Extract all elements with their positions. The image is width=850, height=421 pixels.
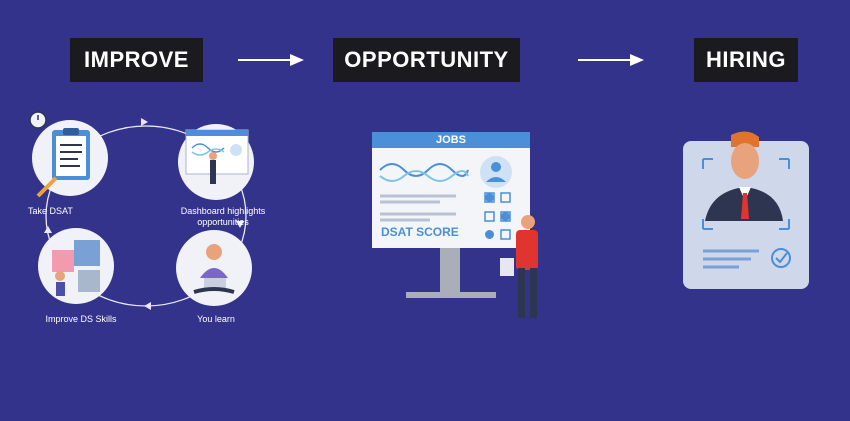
cycle-arrow-icon	[144, 302, 151, 310]
candidate-avatar	[705, 131, 783, 221]
clipboard-icon	[29, 111, 108, 198]
check-circle-icon	[771, 248, 791, 268]
board-title: JOBS	[436, 134, 466, 146]
checkbox-icon	[500, 192, 511, 203]
dashboard-icon	[178, 124, 254, 200]
cycle-label-dashboard: Dashboard highlights opportunities	[180, 206, 266, 227]
puzzle-icon	[38, 228, 114, 304]
stage-opportunity: OPPORTUNITY	[333, 38, 520, 82]
jobs-board	[372, 132, 538, 318]
cycle-arrow-icon	[141, 118, 148, 126]
cycle-arrow-icon	[44, 226, 52, 233]
stage-improve: IMPROVE	[70, 38, 203, 82]
cycle-label-improve-skills: Improve DS Skills	[45, 314, 117, 324]
checkbox-icon	[500, 229, 511, 240]
arrow-right-icon	[578, 54, 644, 66]
cycle-label-take-dsat: Take DSAT	[28, 206, 73, 216]
cycle-arrow-icon	[236, 221, 244, 228]
checkbox-icon	[484, 211, 495, 222]
arrow-right-icon	[238, 54, 304, 66]
board-score: DSAT SCORE	[381, 225, 459, 239]
checkbox-icon	[500, 211, 511, 222]
learner-icon	[176, 230, 252, 306]
cycle-label-you-learn: You learn	[197, 314, 235, 324]
hiring-card	[683, 131, 809, 289]
improvement-cycle	[29, 111, 254, 310]
stage-hiring: HIRING	[694, 38, 798, 82]
